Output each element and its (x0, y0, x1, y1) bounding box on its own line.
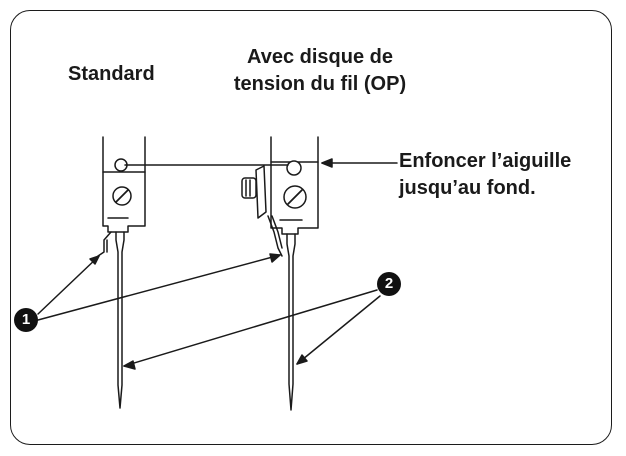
marker-1-leaders (37, 253, 281, 321)
op-tension-disc-label: Avec disque de tension du fil (OP) (206, 44, 434, 98)
arrow-head-left-icon (321, 158, 333, 168)
op-needle (286, 233, 296, 411)
standard-needle (115, 231, 125, 409)
marker-2-badge: 2 (377, 272, 401, 296)
tension-disc (255, 165, 267, 219)
op-label-line-2: tension du fil (OP) (233, 73, 407, 95)
push-instruction-line-1: Enfoncer l’aiguille (399, 150, 572, 172)
standard-needle-assembly (97, 136, 146, 409)
marker-1-badge: 1 (14, 308, 38, 332)
standard-label: Standard (68, 63, 155, 85)
push-needle-instruction: Enfoncer l’aiguille jusqu’au fond. (399, 148, 571, 202)
tension-thumb-nut (241, 177, 257, 199)
op-label-line-1: Avec disque de (247, 46, 393, 68)
push-instruction-line-2: jusqu’au fond. (399, 177, 536, 199)
push-needle-pointer (124, 158, 398, 168)
marker-2-leaders (123, 289, 381, 370)
op-needle-assembly (241, 136, 319, 411)
